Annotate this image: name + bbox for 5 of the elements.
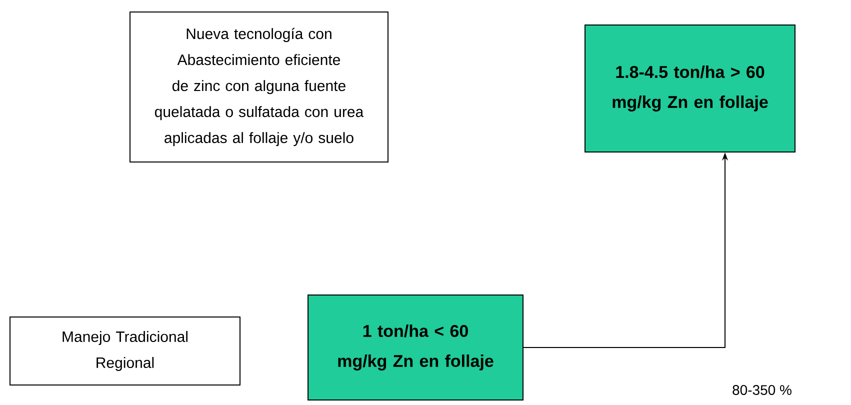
result-box: 1.8-4.5 ton/ha > 60 mg/kg Zn en follaje xyxy=(584,24,796,152)
result-box: 1 ton/ha < 60 mg/kg Zn en follaje xyxy=(308,294,524,400)
percent-label: 80-350 % xyxy=(732,385,792,395)
text-box: Nueva tecnología con Abastecimiento eficiente de zinc con alguna fuente quelatada o sulfatada con urea aplicadas al follaje y/o suelo xyxy=(130,12,388,162)
text-box: Manejo Tradicional Regional xyxy=(10,316,240,386)
